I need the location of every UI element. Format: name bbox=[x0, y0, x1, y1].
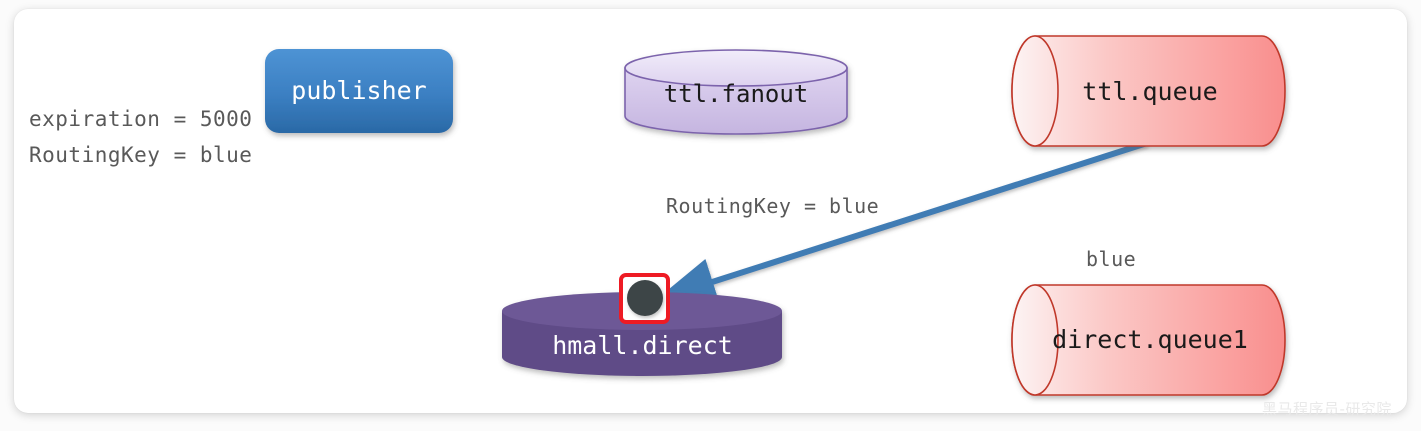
node-label-direct-queue1: direct.queue1 bbox=[1052, 325, 1248, 354]
annotation-routing-key-binding: RoutingKey = blue bbox=[666, 194, 880, 218]
binding-point-marker[interactable] bbox=[619, 273, 670, 324]
node-label-ttl-fanout: ttl.fanout bbox=[663, 80, 809, 108]
node-label-ttl-queue: ttl.queue bbox=[1082, 77, 1218, 106]
node-ttl-fanout[interactable] bbox=[624, 49, 848, 135]
edge-ttl-queue-to-hmall-direct bbox=[655, 140, 1148, 305]
node-label-hmall-direct: hmall.direct bbox=[552, 331, 733, 360]
watermark: 黑马程序员-研究院 bbox=[1262, 400, 1392, 418]
node-publisher[interactable] bbox=[265, 49, 453, 133]
node-ttl-queue[interactable] bbox=[1011, 35, 1286, 147]
annotation-binding-key-blue: blue bbox=[1086, 247, 1137, 271]
node-direct-queue1[interactable] bbox=[1011, 284, 1286, 396]
node-label-publisher: publisher bbox=[291, 76, 427, 105]
annotation-routing-key-publisher: RoutingKey = blue bbox=[29, 143, 253, 167]
annotation-expiration: expiration = 5000 bbox=[29, 107, 253, 131]
